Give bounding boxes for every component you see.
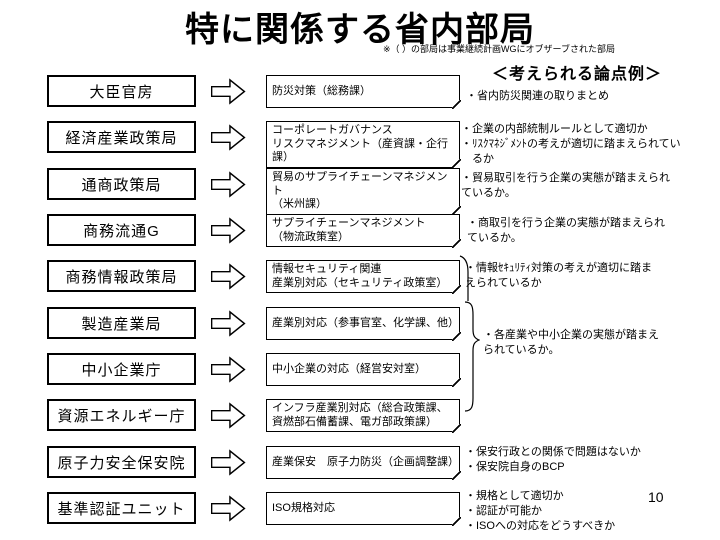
flow-row: 商務情報政策局 情報セキュリティ関連 産業別対応（セキュリティ政策室）	[0, 260, 720, 294]
measure-label: 貿易のサプライチェーンマネジメント （米州課）	[272, 171, 448, 210]
flow-row: 製造産業局 産業別対応（参事官室、化学課、他）	[0, 307, 720, 341]
issue-item: ・企業の内部統制ルールとして適切か ・ﾘｽｸﾏﾈｼﾞﾒﾝﾄの考えが適切に踏まえら…	[461, 123, 681, 165]
folded-corner-icon	[451, 331, 461, 341]
dept-label: 中小企業庁	[81, 361, 162, 379]
measure-box: ISO規格対応	[266, 492, 461, 526]
measure-box: 産業別対応（参事官室、化学課、他）	[266, 307, 461, 341]
right-arrow-icon	[211, 356, 246, 383]
issue-item: ・保安行政との関係で問題はないか ・保安院自身のBCP	[465, 446, 641, 473]
footnote: ※（ ）の部局は事業継続計画WGにオブザーブされた部局	[383, 44, 615, 54]
dept-label: 製造産業局	[81, 315, 162, 333]
dept-box: 基準認証ユニット	[47, 492, 196, 524]
right-arrow-icon	[211, 171, 246, 198]
flow-row: 商務流通G サプライチェーンマネジメント （物流政策室）	[0, 214, 720, 248]
dept-label: 基準認証ユニット	[57, 500, 186, 518]
right-arrow-icon	[211, 263, 246, 290]
right-arrow-icon	[211, 310, 246, 337]
flow-row: 資源エネルギー庁 インフラ産業別対応（総合政策課、 資燃部石備蓄課、電ガ部政策課…	[0, 399, 720, 433]
flow-row: 中小企業庁 中小企業の対応（経営安対室）	[0, 353, 720, 387]
measure-label: 産業別対応（参事官室、化学課、他）	[272, 316, 459, 329]
folded-corner-icon	[451, 516, 461, 526]
flow-row: 経済産業政策局 コーポレートガバナンス リスクマネジメント（産資課・企行課）	[0, 121, 720, 168]
folded-corner-icon	[451, 377, 461, 387]
page-title: 特に関係する省内部局	[185, 11, 535, 49]
measure-box: 中小企業の対応（経営安対室）	[266, 353, 461, 387]
measure-label: 情報セキュリティ関連 産業別対応（セキュリティ政策室）	[272, 263, 448, 289]
issue-item: ・貿易取引を行う企業の実態が踏まえられ ているか。	[461, 172, 670, 199]
flow-row: 原子力安全保安院 産業保安 原子力防災（企画調整課）	[0, 446, 720, 480]
dept-label: 商務情報政策局	[65, 268, 178, 286]
issue-item: ・省内防災関連の取りまとめ	[466, 90, 609, 102]
curve-connector-icon	[459, 255, 469, 301]
flow-row: 通商政策局 貿易のサプライチェーンマネジメント （米州課）	[0, 168, 720, 215]
measure-label: 産業保安 原子力防災（企画調整課）	[272, 455, 459, 468]
folded-corner-icon	[451, 159, 461, 168]
right-arrow-icon	[211, 124, 246, 151]
dept-label: 通商政策局	[81, 176, 162, 194]
page-number: 10	[648, 489, 664, 505]
measure-box: サプライチェーンマネジメント （物流政策室）	[266, 214, 461, 248]
dept-box: 通商政策局	[47, 168, 196, 200]
measure-label: 防災対策（総務課）	[272, 84, 371, 97]
right-arrow-icon	[211, 495, 246, 522]
folded-corner-icon	[451, 423, 461, 433]
measure-label: サプライチェーンマネジメント （物流政策室）	[272, 217, 426, 243]
dept-label: 原子力安全保安院	[57, 454, 186, 472]
dept-label: 商務流通G	[83, 222, 160, 240]
issue-item: ・商取引を行う企業の実態が踏まえられ ているか。	[467, 217, 665, 244]
dept-box: 大臣官房	[47, 75, 196, 107]
measure-box: 防災対策（総務課）	[266, 75, 461, 109]
measure-box: コーポレートガバナンス リスクマネジメント（産資課・企行課）	[266, 121, 461, 168]
issue-item: ・各産業や中小企業の実態が踏まえ られているか。	[483, 329, 659, 356]
right-arrow-icon	[211, 78, 246, 105]
issues-header: ＜考えられる論点例＞	[492, 66, 663, 83]
dept-box: 原子力安全保安院	[47, 446, 196, 478]
right-arrow-icon	[211, 449, 246, 476]
measure-box: 産業保安 原子力防災（企画調整課）	[266, 446, 461, 480]
flow-row: 基準認証ユニット ISO規格対応	[0, 492, 720, 526]
folded-corner-icon	[451, 99, 461, 109]
folded-corner-icon	[451, 206, 461, 215]
curly-brace-icon	[464, 301, 480, 412]
dept-box: 商務流通G	[47, 214, 196, 246]
dept-label: 資源エネルギー庁	[57, 407, 186, 425]
folded-corner-icon	[451, 284, 461, 294]
right-arrow-icon	[211, 217, 246, 244]
dept-box: 資源エネルギー庁	[47, 399, 196, 431]
flow-row: 大臣官房 防災対策（総務課）	[0, 75, 720, 109]
measure-box: 情報セキュリティ関連 産業別対応（セキュリティ政策室）	[266, 260, 461, 294]
measure-label: 中小企業の対応（経営安対室）	[272, 362, 426, 375]
issue-item: ・情報ｾｷｭﾘﾃｨ対策の考えが適切に踏ま えられているか	[465, 262, 652, 289]
measure-box: 貿易のサプライチェーンマネジメント （米州課）	[266, 168, 461, 215]
dept-box: 中小企業庁	[47, 353, 196, 385]
dept-box: 製造産業局	[47, 307, 196, 339]
right-arrow-icon	[211, 402, 246, 429]
measure-label: コーポレートガバナンス リスクマネジメント（産資課・企行課）	[272, 124, 448, 163]
dept-box: 商務情報政策局	[47, 260, 196, 292]
dept-label: 経済産業政策局	[65, 129, 178, 147]
measure-label: ISO規格対応	[272, 501, 335, 514]
measure-label: インフラ産業別対応（総合政策課、 資燃部石備蓄課、電ガ部政策課）	[272, 402, 448, 428]
folded-corner-icon	[451, 470, 461, 480]
folded-corner-icon	[451, 238, 461, 248]
dept-box: 経済産業政策局	[47, 121, 196, 153]
issue-item: ・規格として適切か ・認証が可能か ・ISOへの対応をどうすべきか	[465, 490, 616, 532]
measure-box: インフラ産業別対応（総合政策課、 資燃部石備蓄課、電ガ部政策課）	[266, 399, 461, 433]
dept-label: 大臣官房	[89, 83, 154, 101]
